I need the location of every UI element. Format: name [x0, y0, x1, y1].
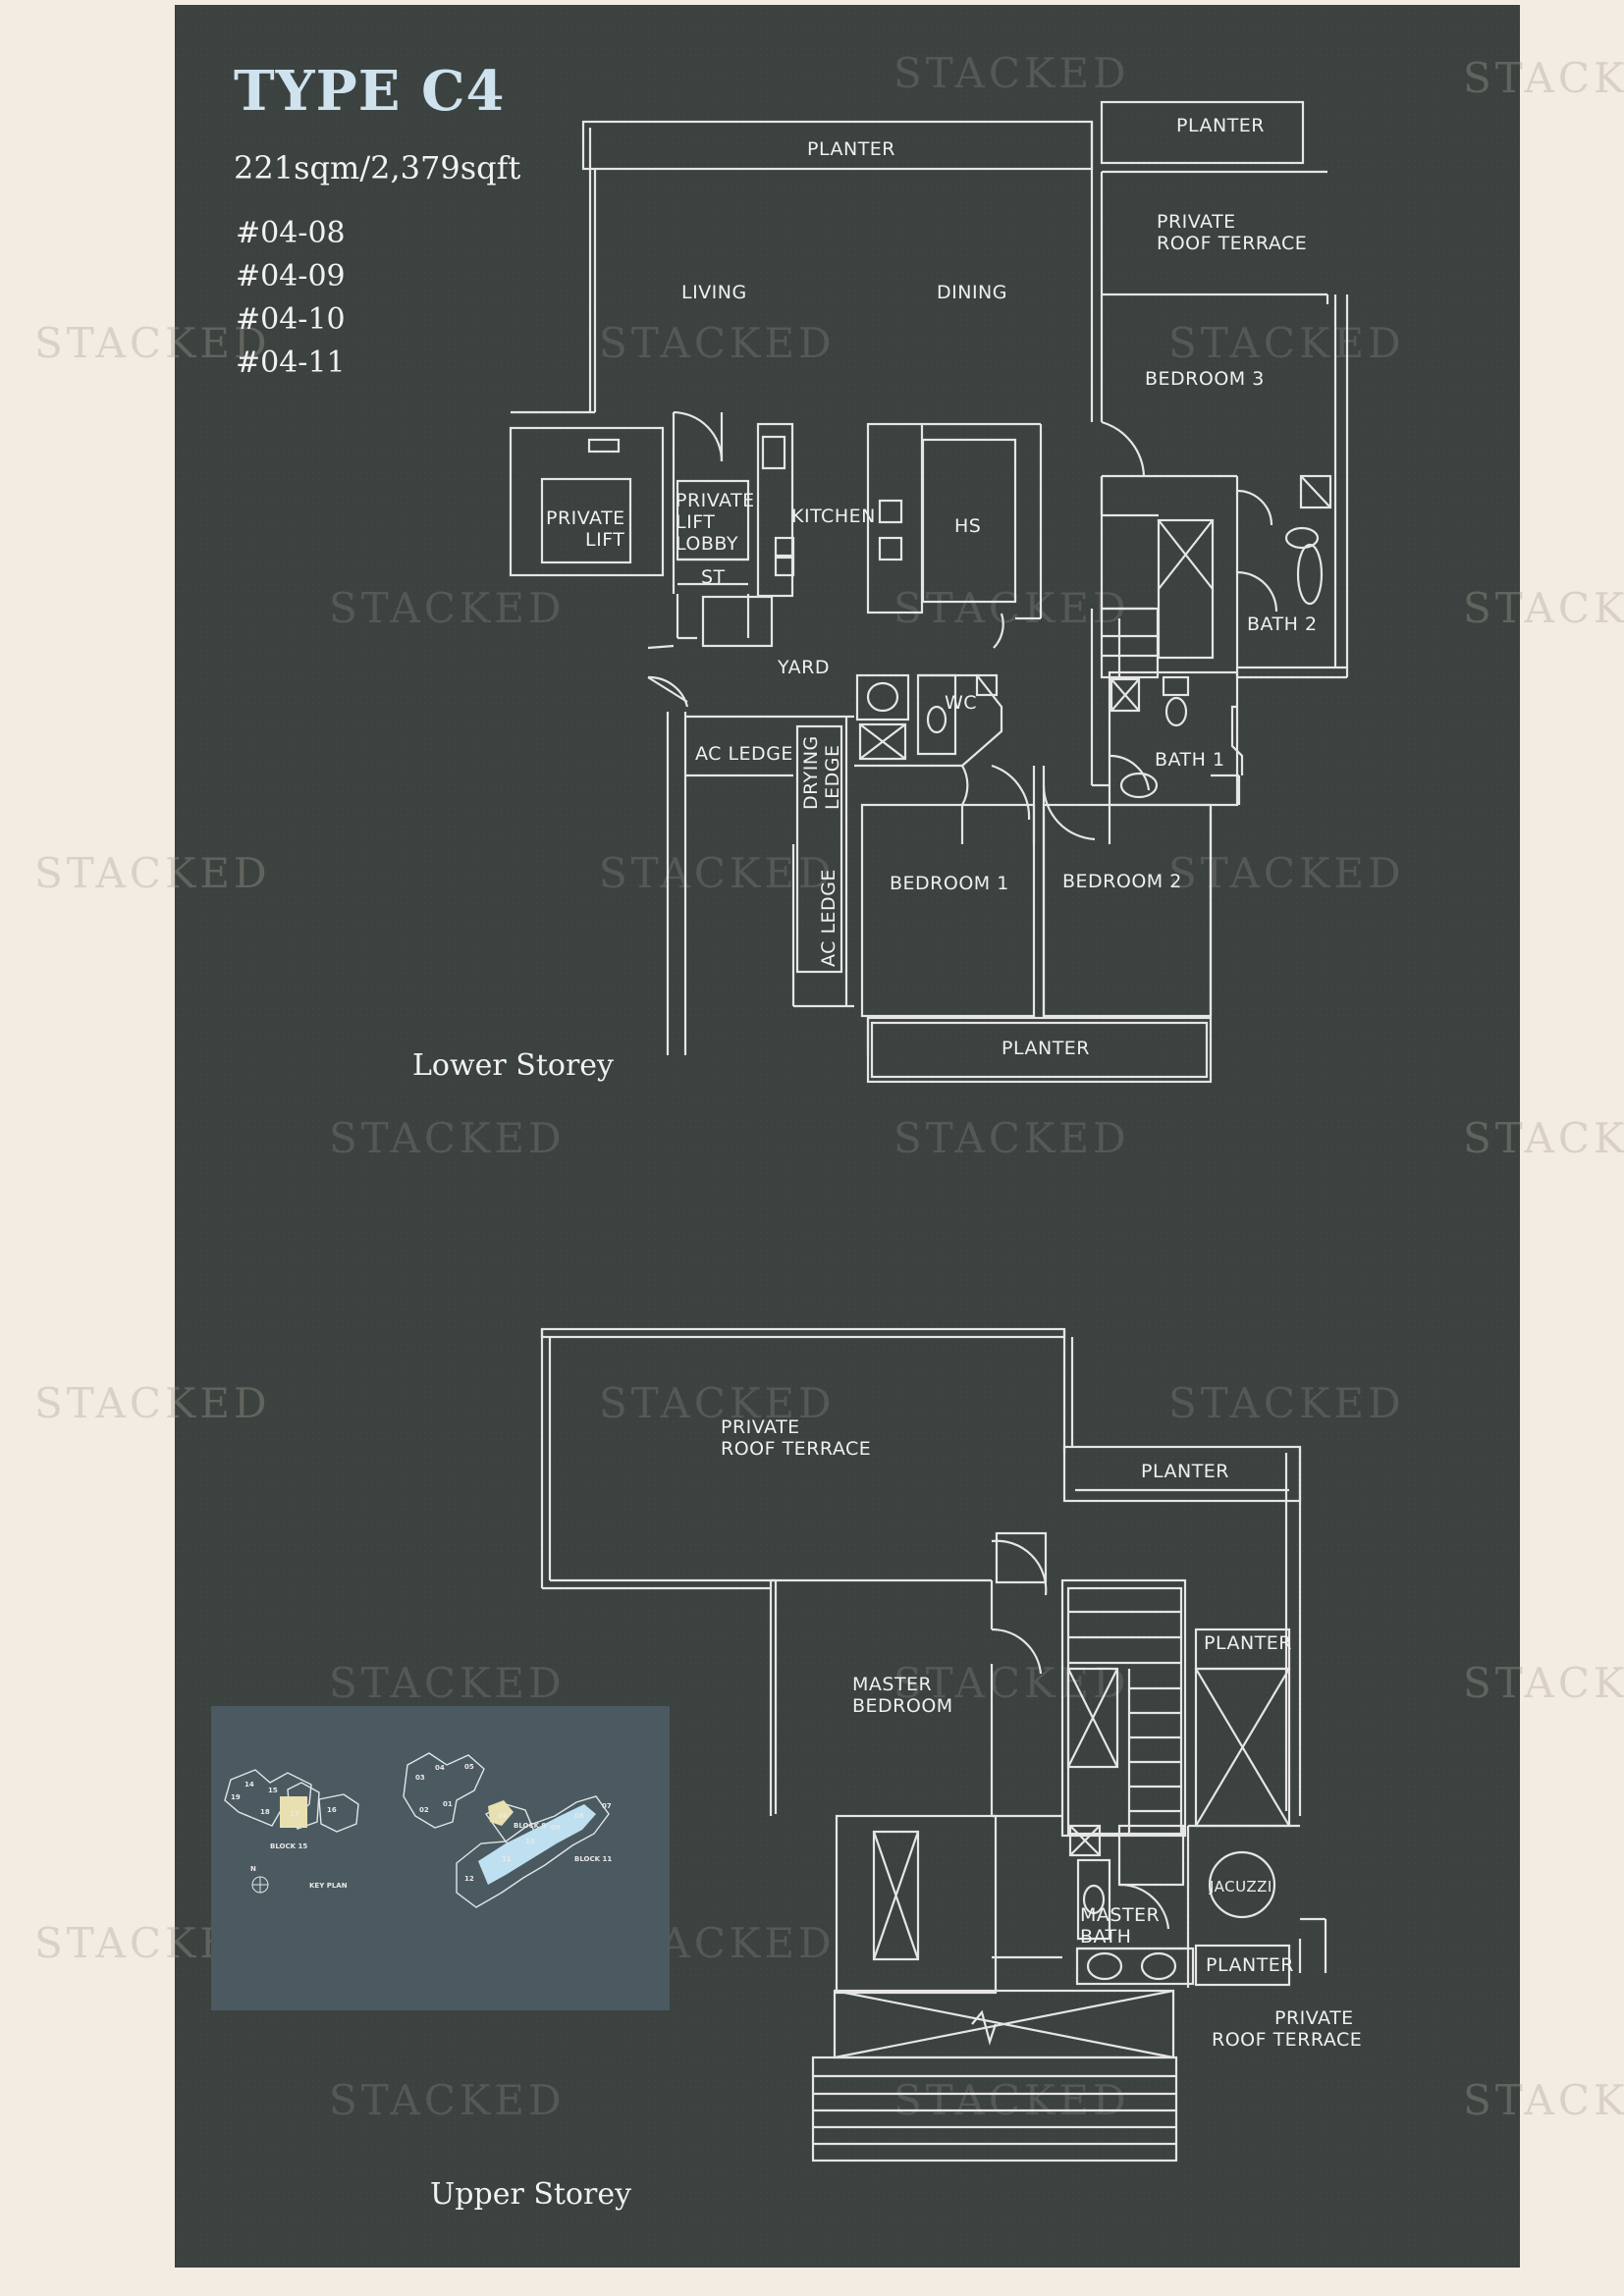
room-label: PRIVATE — [676, 490, 755, 511]
room-label: ST — [701, 566, 726, 588]
room-label: WC — [945, 692, 977, 714]
room-label: JACUZZI — [1209, 1878, 1272, 1896]
upper-storey-labels: PRIVATE ROOF TERRACE PLANTER MASTER BEDR… — [721, 1416, 1362, 2051]
north-arrow-icon — [251, 1876, 269, 1894]
key-plan-block-15-label: BLOCK 15 — [270, 1842, 307, 1850]
room-label: DINING — [937, 282, 1007, 303]
room-label: KITCHEN — [791, 506, 876, 527]
unit-number: #04-10 — [236, 302, 346, 337]
room-label: PLANTER — [1001, 1038, 1090, 1059]
unit-number: #04-11 — [236, 346, 346, 380]
key-plan-drawing: 14 15 16 18 19 17 BLOCK 15 03 04 05 06 0… — [224, 1752, 612, 1908]
key-plan-unit-number: 05 — [464, 1763, 474, 1771]
room-label: LIFT — [585, 529, 624, 551]
unit-area: 221sqm/2,379sqft — [234, 149, 521, 187]
key-plan-block-9-label: BLOCK 9 — [514, 1822, 546, 1830]
upper-storey-walls — [540, 1327, 1327, 2163]
key-plan-label: KEY PLAN — [309, 1882, 348, 1890]
room-label: ROOF TERRACE — [1157, 233, 1307, 254]
room-label: BATH — [1080, 1926, 1131, 1948]
room-label: PLANTER — [1204, 1632, 1292, 1654]
key-plan-unit-number: 16 — [327, 1806, 337, 1814]
key-plan-highlight-block-11 — [478, 1804, 596, 1885]
key-plan: 14 15 16 18 19 17 BLOCK 15 03 04 05 06 0… — [211, 1706, 670, 2010]
key-plan-unit-number: 14 — [244, 1781, 254, 1789]
key-plan-unit-number: 01 — [443, 1800, 453, 1808]
room-label: HS — [954, 515, 981, 537]
room-label: BEDROOM — [852, 1695, 953, 1717]
room-label: YARD — [777, 657, 830, 678]
key-plan-unit-number: 09 — [551, 1824, 561, 1832]
key-plan-unit-number: 11 — [502, 1855, 512, 1863]
key-plan-unit-number: 04 — [435, 1764, 445, 1772]
lower-storey-walls — [509, 100, 1349, 1084]
key-plan-unit-number: 03 — [415, 1774, 425, 1782]
room-label: AC LEDGE — [818, 869, 839, 967]
lower-storey-labels: PLANTER PLANTER PRIVATE ROOF TERRACE LIV… — [546, 115, 1318, 1059]
room-label: PRIVATE — [546, 507, 625, 529]
key-plan-unit-number: 17 — [290, 1810, 299, 1818]
key-plan-unit-number: 08 — [574, 1812, 584, 1820]
room-label: PRIVATE — [721, 1416, 800, 1438]
room-label: LIVING — [681, 282, 747, 303]
key-plan-unit-number: 15 — [268, 1787, 278, 1794]
unit-number: #04-08 — [236, 216, 346, 250]
key-plan-north-label: N — [250, 1865, 256, 1873]
key-plan-unit-number: 02 — [419, 1806, 429, 1814]
room-label: PRIVATE — [1157, 211, 1236, 233]
unit-number: #04-09 — [236, 259, 346, 294]
room-label: BATH 1 — [1155, 749, 1225, 771]
key-plan-unit-number: 18 — [260, 1808, 270, 1816]
room-label: PRIVATE — [1274, 2007, 1354, 2029]
room-label: PLANTER — [807, 138, 895, 160]
room-label: LEDGE — [822, 745, 843, 810]
room-label: BEDROOM 1 — [890, 873, 1009, 894]
room-label: LIFT — [676, 511, 715, 533]
unit-number-list: #04-08 #04-09 #04-10 #04-11 — [236, 212, 346, 385]
room-label: LOBBY — [676, 533, 738, 555]
room-label: AC LEDGE — [695, 743, 793, 765]
room-label: PLANTER — [1141, 1461, 1229, 1482]
room-label: MASTER — [852, 1674, 932, 1695]
key-plan-unit-number: 06 — [498, 1812, 508, 1820]
room-label: DRYING — [800, 735, 822, 810]
key-plan-block-11-label: BLOCK 11 — [574, 1855, 612, 1863]
key-plan-highlight-block-15 — [280, 1796, 307, 1828]
room-label: BEDROOM 3 — [1145, 368, 1265, 390]
key-plan-unit-number: 19 — [231, 1793, 241, 1801]
key-plan-unit-number: 10 — [525, 1838, 535, 1845]
lower-storey-label: Lower Storey — [412, 1048, 615, 1083]
room-label: ROOF TERRACE — [721, 1438, 871, 1460]
room-label: PLANTER — [1176, 115, 1265, 136]
room-label: BATH 2 — [1247, 614, 1318, 635]
key-plan-unit-number: 07 — [602, 1802, 612, 1810]
upper-storey-label: Upper Storey — [430, 2177, 632, 2212]
unit-type-title: TYPE C4 — [234, 59, 506, 124]
room-label: MASTER — [1080, 1904, 1160, 1926]
room-label: BEDROOM 2 — [1062, 871, 1182, 892]
room-label: ROOF TERRACE — [1212, 2029, 1362, 2051]
key-plan-unit-number: 12 — [464, 1875, 474, 1883]
room-label: PLANTER — [1206, 1954, 1294, 1976]
key-plan-highlight-block-9 — [488, 1800, 514, 1826]
